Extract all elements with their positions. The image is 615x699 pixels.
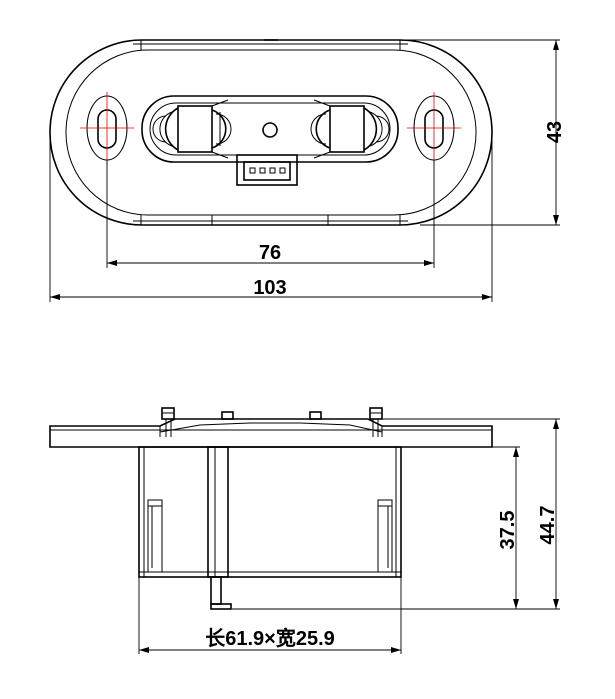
dim-body-height: 37.5: [401, 446, 520, 609]
dim-cutout: 长61.9×宽25.9: [138, 577, 402, 654]
dim-outer-width: 103: [49, 132, 493, 302]
dim-inner-width: 76: [106, 160, 435, 268]
dim-height-top: 43: [270, 39, 566, 226]
center-indicator-icon: [262, 122, 278, 138]
flange-inner-outline: [65, 49, 477, 216]
dim-height-label: 43: [544, 121, 566, 143]
dim-cutout-label: 长61.9×宽25.9: [205, 626, 335, 650]
sensor-module: [141, 95, 399, 186]
connector: [236, 154, 298, 186]
screw-heads: [161, 407, 383, 437]
dim-total-height-label: 44.7: [537, 506, 559, 545]
right-mounting-slot: [407, 92, 461, 165]
side-flange: [49, 418, 493, 448]
side-view: 44.7 37.5 长61.9×宽25.9: [49, 407, 560, 654]
dim-body-height-label: 37.5: [497, 511, 519, 550]
top-view: 43 76 103: [49, 39, 566, 302]
left-mounting-slot: [80, 92, 134, 165]
dim-outer-width-label: 103: [253, 277, 286, 299]
dim-inner-width-label: 76: [259, 242, 281, 264]
dim-total-height: 44.7: [232, 418, 560, 610]
side-body: [138, 446, 402, 610]
